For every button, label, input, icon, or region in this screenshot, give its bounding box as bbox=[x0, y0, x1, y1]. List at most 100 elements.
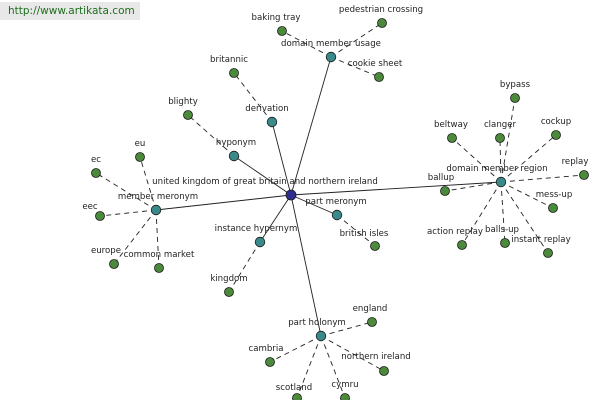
leaf-node-cymru[interactable] bbox=[340, 393, 350, 400]
edge-member-meronym-eec bbox=[99, 209, 157, 217]
leaf-label-cockup: cockup bbox=[541, 117, 571, 127]
edge-center-derivation bbox=[271, 121, 292, 196]
leaf-label-britannic: britannic bbox=[210, 55, 248, 65]
relation-node-part-holonym[interactable] bbox=[315, 330, 327, 342]
node-layer bbox=[91, 18, 589, 400]
leaf-label-british-isles: british isles bbox=[340, 229, 389, 239]
relation-node-domain-member-region[interactable] bbox=[495, 176, 507, 188]
leaf-node-pedestrian-crossing[interactable] bbox=[377, 18, 387, 28]
edge-part-holonym-cymru bbox=[320, 335, 346, 399]
leaf-node-mess-up[interactable] bbox=[548, 203, 558, 213]
leaf-node-ballup[interactable] bbox=[440, 186, 450, 196]
center-label: united kingdom of great britain and nort… bbox=[152, 177, 378, 187]
leaf-node-blighty[interactable] bbox=[183, 110, 193, 120]
leaf-label-cambria: cambria bbox=[248, 344, 283, 354]
edge-center-part-meronym bbox=[290, 194, 338, 216]
edge-domain-member-region-action-replay bbox=[461, 181, 502, 246]
leaf-node-northern-ireland[interactable] bbox=[379, 366, 389, 376]
edge-center-domain-member-usage bbox=[290, 56, 332, 196]
edge-member-meronym-common-market bbox=[155, 209, 160, 269]
relation-label-derivation: derivation bbox=[245, 104, 288, 114]
edge-domain-member-region-mess-up bbox=[500, 181, 554, 209]
edge-domain-member-region-beltway bbox=[451, 137, 502, 183]
leaf-node-clanger[interactable] bbox=[495, 133, 505, 143]
edge-hyponym-blighty bbox=[187, 114, 235, 157]
edge-derivation-britannic bbox=[233, 72, 273, 123]
leaf-node-europe[interactable] bbox=[109, 259, 119, 269]
relation-label-part-meronym: part meronym bbox=[305, 197, 367, 207]
relation-label-instance-hypernym: instance hypernym bbox=[215, 224, 298, 234]
leaf-label-blighty: blighty bbox=[168, 97, 198, 107]
leaf-label-pedestrian-crossing: pedestrian crossing bbox=[339, 5, 423, 15]
edge-domain-member-region-cockup bbox=[500, 134, 557, 183]
leaf-label-clanger: clanger bbox=[484, 120, 517, 130]
leaf-node-ec[interactable] bbox=[91, 168, 101, 178]
leaf-node-cookie-sheet[interactable] bbox=[374, 72, 384, 82]
leaf-label-cymru: cymru bbox=[331, 380, 358, 390]
relation-label-domain-member-region: domain member region bbox=[446, 164, 547, 174]
relation-label-domain-member-usage: domain member usage bbox=[281, 39, 381, 49]
leaf-node-baking-tray[interactable] bbox=[277, 26, 287, 36]
edge-center-member-meronym bbox=[155, 194, 292, 211]
relation-label-member-meronym: member meronym bbox=[118, 192, 198, 202]
edge-center-part-holonym bbox=[290, 194, 322, 337]
leaf-node-eu[interactable] bbox=[135, 152, 145, 162]
leaf-node-cambria[interactable] bbox=[265, 357, 275, 367]
leaf-label-eec: eec bbox=[82, 202, 98, 212]
leaf-node-eec[interactable] bbox=[95, 211, 105, 221]
leaf-node-britannic[interactable] bbox=[229, 68, 239, 78]
leaf-node-cockup[interactable] bbox=[551, 130, 561, 140]
edge-part-holonym-scotland bbox=[296, 335, 322, 399]
relation-node-hyponym[interactable] bbox=[228, 150, 240, 162]
edge-domain-member-usage-pedestrian-crossing bbox=[330, 22, 383, 58]
edge-part-meronym-british-isles bbox=[336, 214, 376, 247]
leaf-label-instant-replay: instant replay bbox=[511, 235, 570, 245]
edge-part-holonym-cambria bbox=[269, 335, 322, 363]
leaf-label-bypass: bypass bbox=[500, 80, 531, 90]
leaf-label-common-market: common market bbox=[124, 250, 195, 260]
leaf-node-balls-up[interactable] bbox=[500, 238, 510, 248]
leaf-node-common-market[interactable] bbox=[154, 263, 164, 273]
relation-node-domain-member-usage[interactable] bbox=[325, 51, 337, 63]
leaf-node-scotland[interactable] bbox=[292, 393, 302, 400]
relation-node-part-meronym[interactable] bbox=[331, 209, 343, 221]
leaf-label-europe: europe bbox=[91, 246, 121, 256]
edge-member-meronym-eu bbox=[139, 156, 157, 211]
relation-node-instance-hypernym[interactable] bbox=[254, 236, 266, 248]
relation-label-part-holonym: part holonym bbox=[288, 318, 346, 328]
leaf-node-england[interactable] bbox=[367, 317, 377, 327]
edge-domain-member-region-replay bbox=[500, 174, 585, 183]
leaf-label-action-replay: action replay bbox=[427, 227, 483, 237]
edge-part-holonym-northern-ireland bbox=[320, 335, 385, 372]
edge-member-meronym-ec bbox=[95, 172, 157, 211]
leaf-node-bypass[interactable] bbox=[510, 93, 520, 103]
center-node[interactable] bbox=[285, 189, 297, 201]
label-layer: baking tray pedestrian crossing cookie she… bbox=[82, 5, 588, 393]
relation-node-derivation[interactable] bbox=[266, 116, 278, 128]
leaf-node-instant-replay[interactable] bbox=[543, 248, 553, 258]
leaf-label-baking-tray: baking tray bbox=[252, 13, 301, 23]
leaf-label-kingdom: kingdom bbox=[210, 274, 247, 284]
edge-instance-hypernym-kingdom bbox=[228, 241, 261, 293]
leaf-node-replay[interactable] bbox=[579, 170, 589, 180]
leaf-node-british-isles[interactable] bbox=[370, 241, 380, 251]
url-banner[interactable]: http://www.artikata.com bbox=[0, 2, 140, 20]
leaf-label-beltway: beltway bbox=[434, 120, 468, 130]
leaf-label-scotland: scotland bbox=[276, 383, 312, 393]
leaf-label-northern-ireland: northern ireland bbox=[341, 352, 410, 362]
leaf-label-england: england bbox=[353, 304, 388, 314]
edge-center-instance-hypernym bbox=[259, 194, 292, 243]
leaf-node-action-replay[interactable] bbox=[457, 240, 467, 250]
edge-center-domain-member-region bbox=[290, 181, 502, 196]
leaf-label-eu: eu bbox=[135, 139, 146, 149]
leaf-node-beltway[interactable] bbox=[447, 133, 457, 143]
leaf-label-cookie-sheet: cookie sheet bbox=[348, 59, 403, 69]
leaf-label-ballup: ballup bbox=[428, 173, 454, 183]
leaf-label-mess-up: mess-up bbox=[536, 190, 573, 200]
edge-domain-member-region-balls-up bbox=[500, 181, 506, 244]
relation-node-member-meronym[interactable] bbox=[150, 204, 162, 216]
leaf-label-replay: replay bbox=[562, 157, 589, 167]
leaf-node-kingdom[interactable] bbox=[224, 287, 234, 297]
